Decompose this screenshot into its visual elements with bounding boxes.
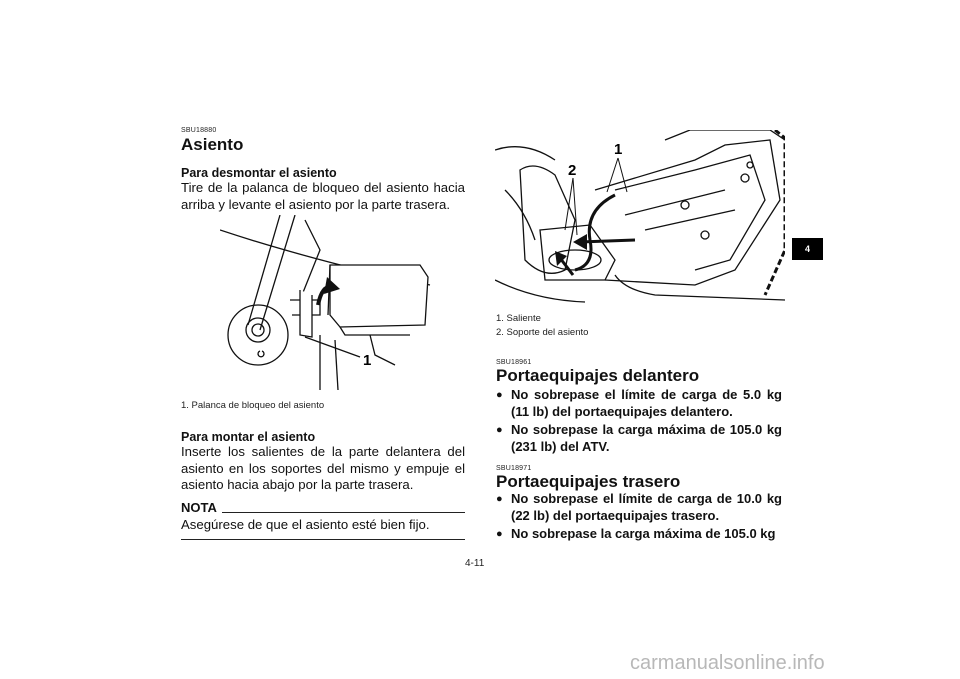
section-code-asiento: SBU18880 xyxy=(181,127,217,134)
install-seat-heading: Para montar el asiento xyxy=(181,430,316,444)
seat-mount-figure: 1 2 xyxy=(495,130,785,303)
nota-rule-bottom xyxy=(181,539,465,540)
rear-rack-warning-2: No sobrepase la carga máxima de 105.0 kg xyxy=(496,526,782,543)
remove-seat-heading: Para desmontar el asiento xyxy=(181,166,337,180)
section-code-rear-rack: SBU18971 xyxy=(496,465,532,472)
caption-seat-lock-lever: 1. Palanca de bloqueo del asiento xyxy=(181,400,325,411)
remove-seat-text: Tire de la palanca de bloqueo del asient… xyxy=(181,180,465,212)
seat-lock-lever-figure: 1 xyxy=(220,215,431,390)
front-rack-warning-2: No sobrepase la carga máxima de 105.0 kg… xyxy=(496,422,782,455)
section-code-front-rack: SBU18961 xyxy=(496,359,532,366)
section-title-front-rack: Portaequipajes delantero xyxy=(496,366,700,385)
chapter-tab: 4 xyxy=(792,238,823,260)
section-title-rear-rack: Portaequipajes trasero xyxy=(496,472,681,491)
figure-callout-saliente: 1 xyxy=(614,141,622,158)
nota-rule-top xyxy=(222,512,465,513)
nota-text: Asegúrese de que el asiento esté bien fi… xyxy=(181,517,430,532)
caption-soporte-asiento: 2. Soporte del asiento xyxy=(496,327,589,338)
section-title-asiento: Asiento xyxy=(181,135,244,154)
caption-saliente: 1. Saliente xyxy=(496,313,541,324)
figure-callout-soporte: 2 xyxy=(568,162,576,179)
nota-label: NOTA xyxy=(181,500,217,515)
rear-rack-warnings: No sobrepase el límite de carga de 10.0 … xyxy=(496,491,782,545)
front-rack-warnings: No sobrepase el límite de carga de 5.0 k… xyxy=(496,387,782,457)
figure-callout-1: 1 xyxy=(363,352,371,369)
install-seat-text: Inserte los salientes de la parte delant… xyxy=(181,444,465,492)
front-rack-warning-1: No sobrepase el límite de carga de 5.0 k… xyxy=(496,387,782,420)
rear-rack-warning-1: No sobrepase el límite de carga de 10.0 … xyxy=(496,491,782,524)
watermark-text: carmanualsonline.info xyxy=(630,652,825,674)
page-number: 4-11 xyxy=(465,558,485,569)
